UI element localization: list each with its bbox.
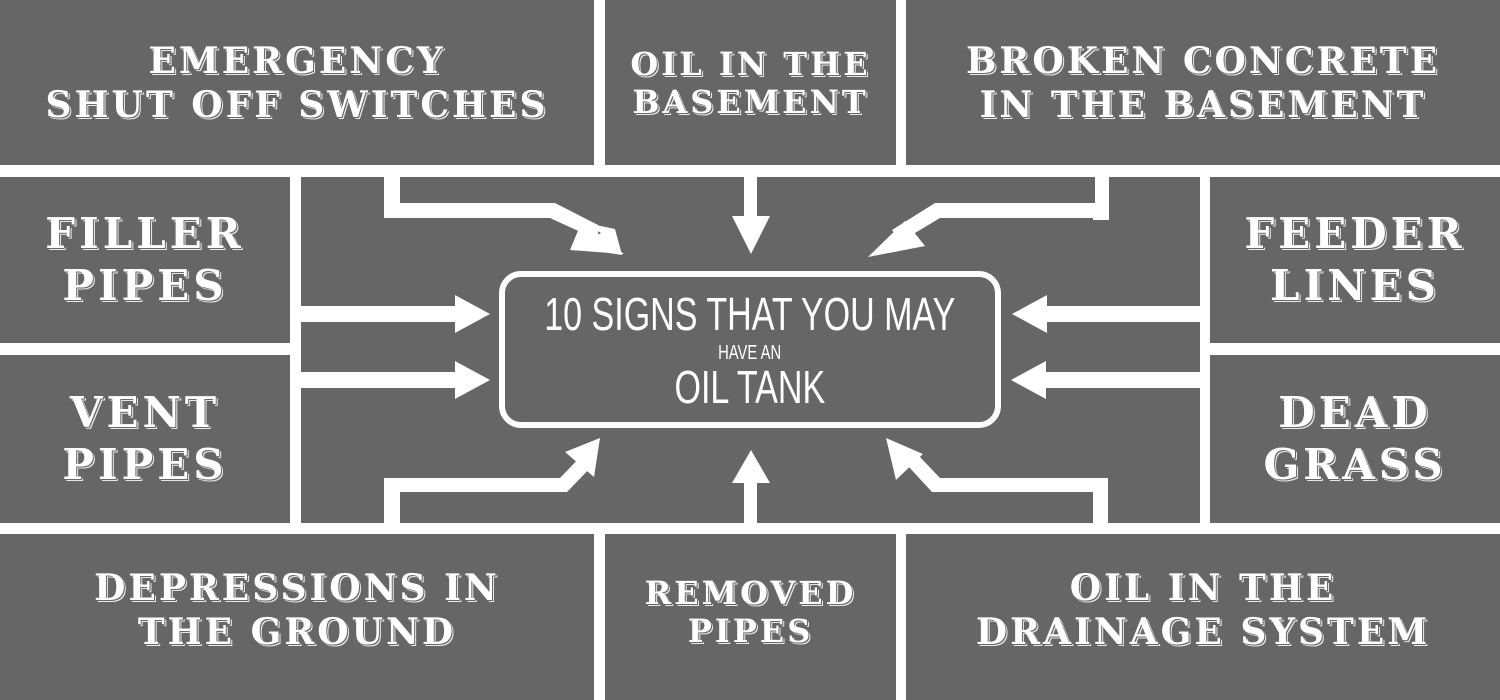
panel-vent-pipes: Vent Pipes bbox=[0, 355, 290, 523]
panel-oil-in-basement: Oil in the Basement bbox=[605, 0, 896, 165]
sign-vent-pipes: Vent Pipes bbox=[62, 387, 227, 491]
sign-line: Removed bbox=[644, 574, 857, 612]
sign-line: Depressions in bbox=[94, 567, 500, 609]
panel-oil-in-drainage: Oil in the Drainage System bbox=[906, 534, 1500, 700]
sign-line: in the Basement bbox=[979, 83, 1427, 126]
panel-broken-concrete: Broken Concrete in the Basement bbox=[906, 0, 1500, 165]
sign-line: Pipes bbox=[687, 612, 814, 650]
sign-feeder-lines: Feeder Lines bbox=[1244, 208, 1465, 312]
panel-emergency-shut-off: Emergency Shut Off Switches bbox=[0, 0, 594, 165]
arrow-from-dead-grass-icon bbox=[1011, 361, 1200, 399]
sign-line: Pipes bbox=[62, 440, 228, 489]
sign-line: Lines bbox=[1270, 261, 1440, 310]
arrow-from-emergency-icon bbox=[384, 172, 624, 255]
sign-depressions: Depressions in the Ground bbox=[94, 566, 500, 654]
arrow-from-oil-drainage-icon bbox=[886, 438, 1108, 523]
title-box: 10 Signs That You May Have an Oil Tank bbox=[499, 271, 1001, 428]
title-line-main: 10 Signs That You May bbox=[544, 287, 956, 340]
arrow-from-oil-basement-icon bbox=[732, 172, 770, 254]
sign-filler-pipes: Filler Pipes bbox=[45, 208, 244, 312]
sign-broken-concrete: Broken Concrete in the Basement bbox=[966, 39, 1440, 127]
sign-line: Oil in the bbox=[630, 44, 871, 83]
sign-dead-grass: Dead Grass bbox=[1263, 387, 1446, 491]
sign-oil-in-basement: Oil in the Basement bbox=[630, 45, 870, 121]
panel-filler-pipes: Filler Pipes bbox=[0, 177, 290, 343]
arrow-from-vent-pipes-icon bbox=[301, 361, 490, 399]
panel-dead-grass: Dead Grass bbox=[1210, 355, 1500, 523]
sign-line: the Ground bbox=[137, 611, 457, 653]
arrow-from-feeder-lines-icon bbox=[1012, 295, 1200, 333]
sign-line: Dead bbox=[1278, 388, 1432, 437]
sign-line: Pipes bbox=[62, 261, 228, 310]
panel-feeder-lines: Feeder Lines bbox=[1210, 177, 1500, 343]
title-line-emphasis: Oil Tank bbox=[674, 360, 826, 413]
arrow-from-depressions-icon bbox=[384, 438, 600, 523]
sign-oil-in-drainage: Oil in the Drainage System bbox=[976, 566, 1430, 654]
sign-line: Broken Concrete bbox=[965, 39, 1441, 82]
arrow-from-broken-concrete-icon bbox=[868, 165, 1109, 257]
sign-emergency-shut-off: Emergency Shut Off Switches bbox=[46, 39, 549, 127]
sign-line: Vent bbox=[69, 388, 221, 437]
arrow-from-filler-pipes-icon bbox=[301, 295, 490, 333]
arrow-from-removed-pipes-icon bbox=[732, 450, 770, 523]
panel-depressions: Depressions in the Ground bbox=[0, 534, 594, 700]
sign-line: Oil in the bbox=[1069, 567, 1337, 609]
sign-line: Feeder bbox=[1244, 209, 1466, 258]
sign-line: Drainage System bbox=[975, 611, 1431, 653]
panel-removed-pipes: Removed Pipes bbox=[605, 534, 896, 700]
sign-line: Grass bbox=[1263, 440, 1447, 489]
sign-line: Filler bbox=[45, 209, 245, 258]
title-line-sub: Have an bbox=[718, 341, 782, 364]
sign-line: Shut Off Switches bbox=[45, 83, 549, 126]
sign-removed-pipes: Removed Pipes bbox=[645, 574, 857, 650]
sign-line: Emergency bbox=[148, 39, 446, 82]
sign-line: Basement bbox=[632, 82, 869, 121]
